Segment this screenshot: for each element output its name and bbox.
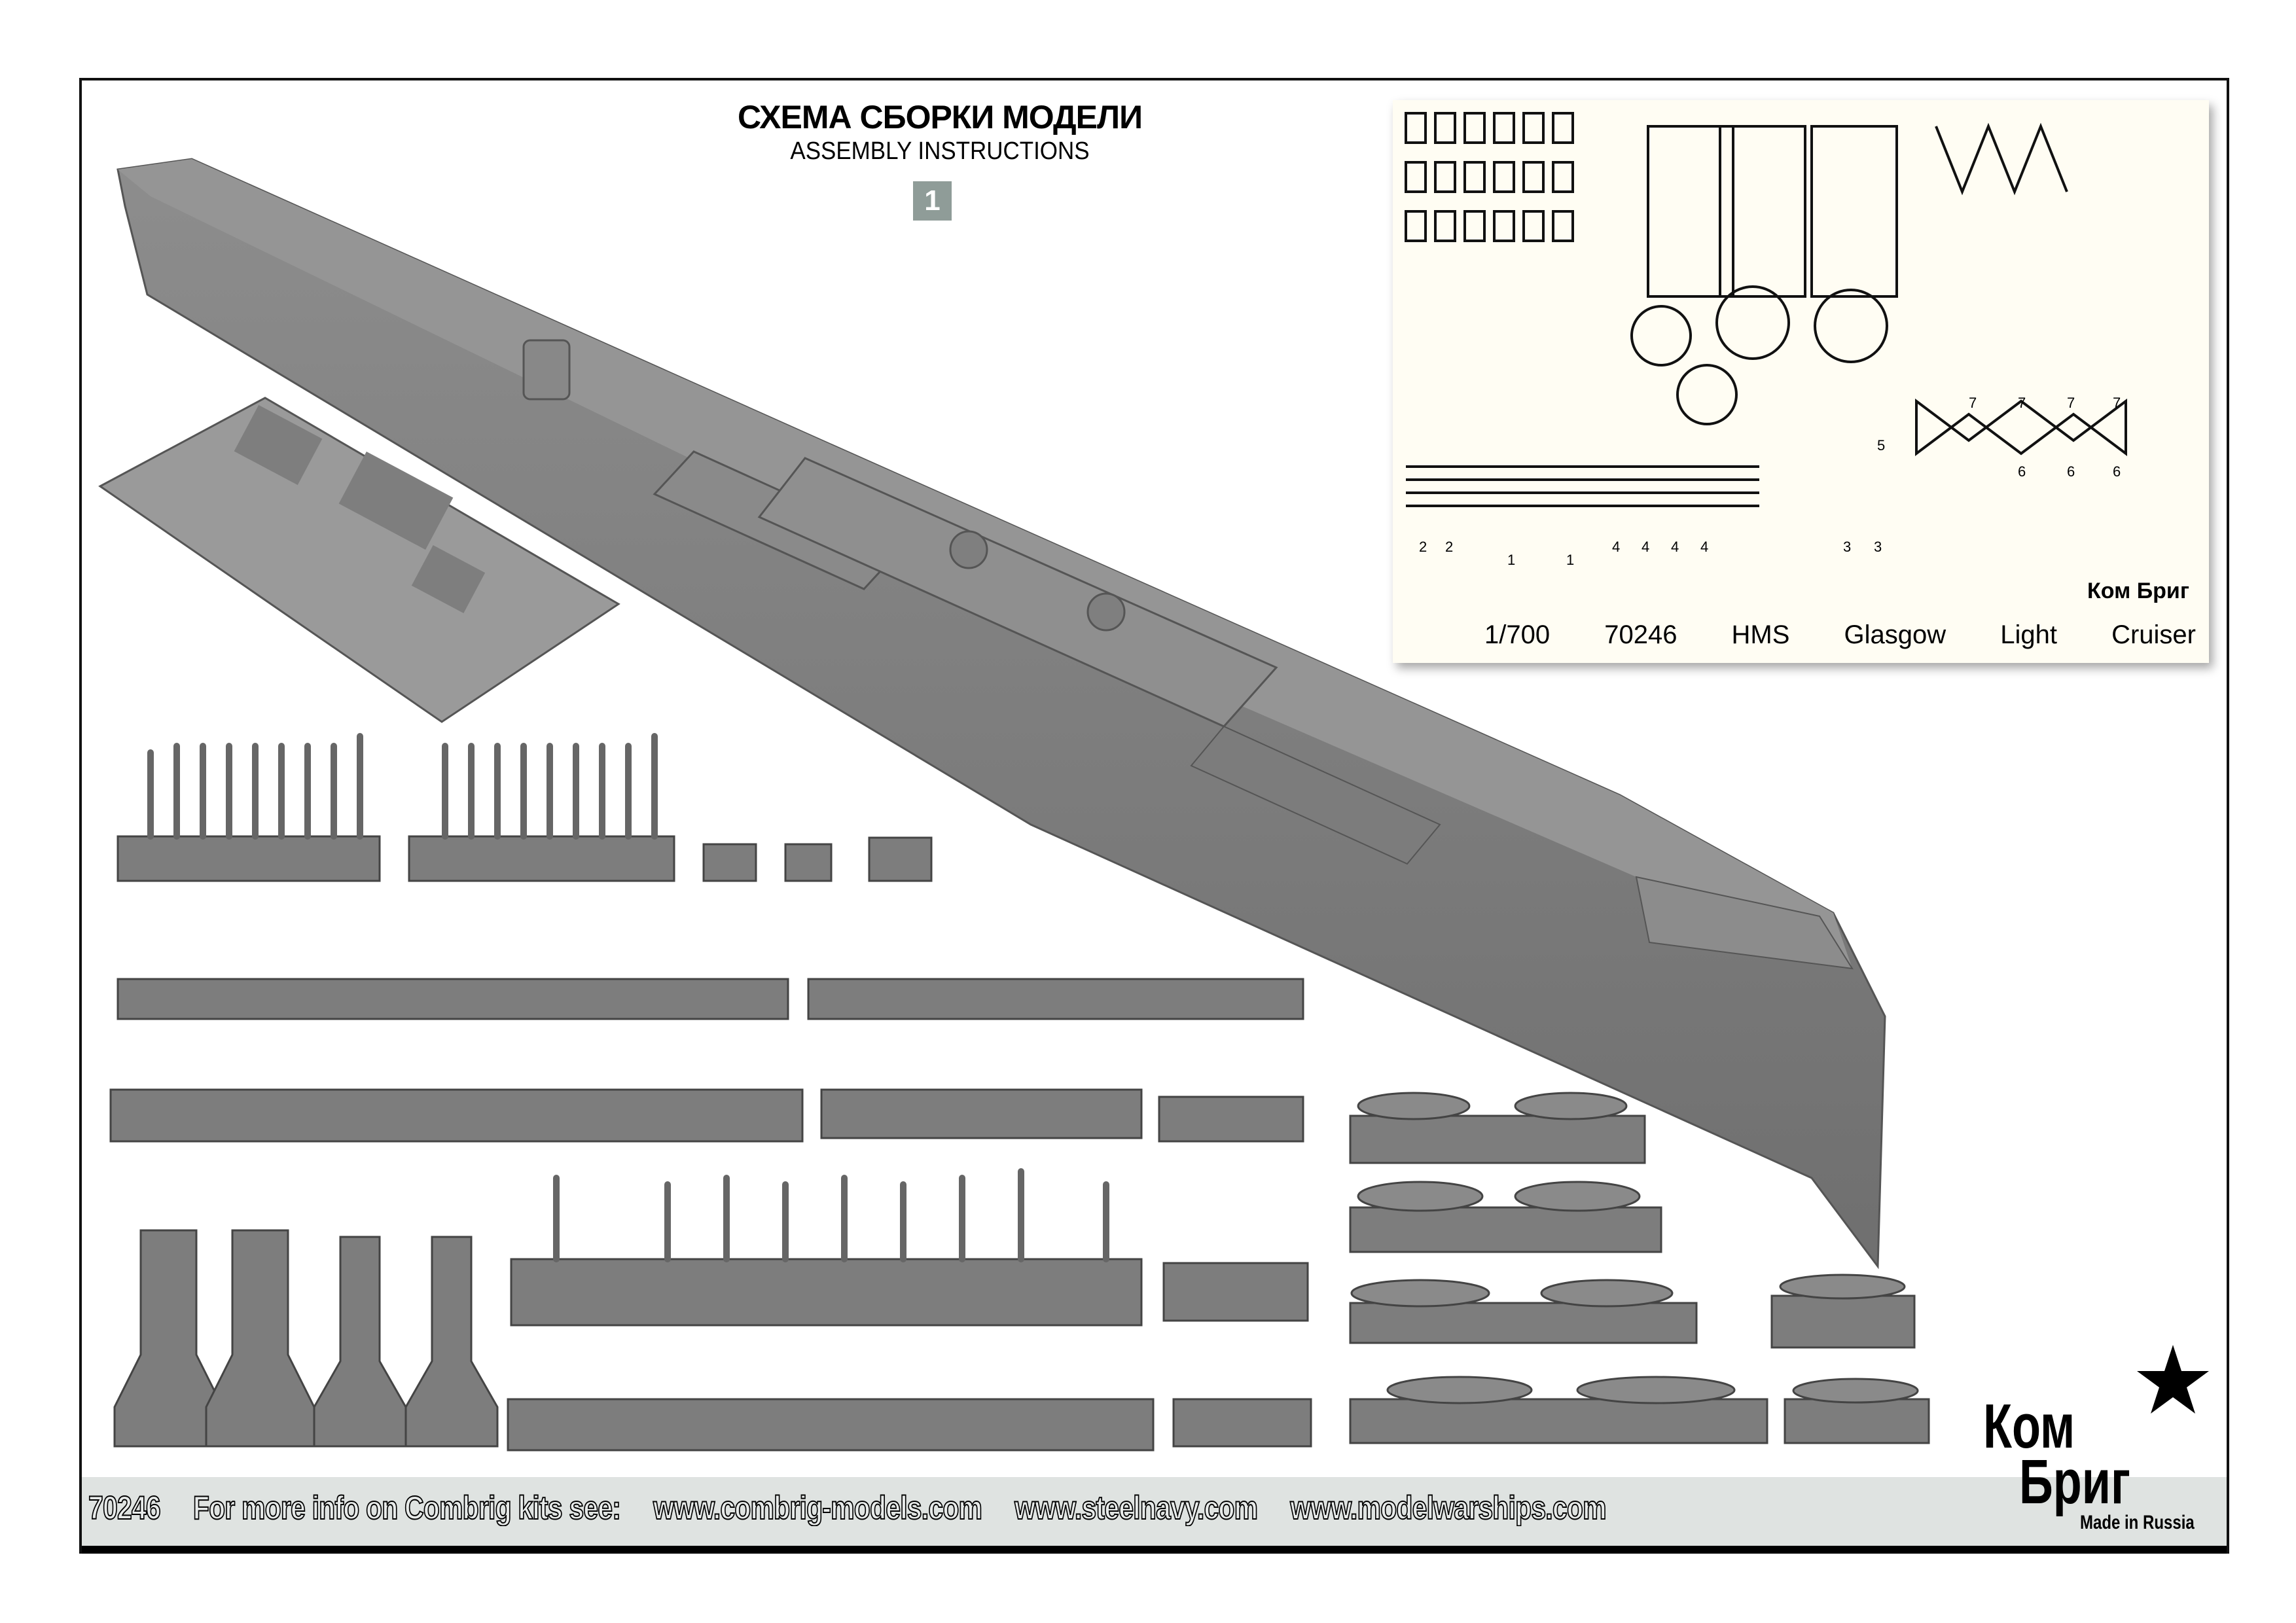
logo-line2: Бриг bbox=[2019, 1447, 2130, 1517]
fittings-sprue-3 bbox=[109, 1088, 804, 1143]
funnels bbox=[113, 1229, 499, 1448]
pe-part-number: 7 bbox=[2067, 395, 2075, 411]
pe-part-number: 2 bbox=[1445, 539, 1454, 555]
boat-sprue bbox=[1349, 1302, 1698, 1344]
pe-part-number: 4 bbox=[1700, 539, 1709, 555]
step-number-badge: 1 bbox=[913, 181, 952, 221]
vent-sprue bbox=[507, 1398, 1155, 1452]
boat-sprue bbox=[1770, 1294, 1916, 1349]
pe-scale: 1/700 bbox=[1484, 620, 1551, 649]
kit-number: 70246 bbox=[88, 1489, 161, 1527]
small-part bbox=[868, 836, 933, 882]
pe-part-number: 7 bbox=[1969, 395, 1977, 411]
page-subtitle: ASSEMBLY INSTRUCTIONS bbox=[790, 137, 1090, 165]
small-part bbox=[702, 843, 757, 882]
pe-kit-number: 70246 bbox=[1604, 620, 1677, 649]
logo-line1: Ком bbox=[1983, 1391, 2075, 1461]
deck-fitting bbox=[522, 339, 571, 401]
star-icon bbox=[2137, 1345, 2209, 1414]
boat-sprue bbox=[1784, 1398, 1930, 1444]
pe-part-number: 4 bbox=[1641, 539, 1650, 555]
boat-sprue bbox=[1349, 1115, 1646, 1164]
pe-part-number: 6 bbox=[2018, 463, 2026, 480]
pe-part-number: 7 bbox=[2113, 395, 2121, 411]
boat-sprue bbox=[1349, 1206, 1662, 1253]
pe-part-number: 2 bbox=[1419, 539, 1427, 555]
link-modelwarships[interactable]: www.modelwarships.com bbox=[1289, 1489, 1607, 1527]
boat-sprue bbox=[1349, 1398, 1768, 1444]
searchlight-sprue bbox=[820, 1088, 1143, 1139]
ship-hull bbox=[117, 158, 1886, 1270]
pe-part-number: 3 bbox=[1874, 539, 1882, 555]
photo-etch-parts bbox=[1405, 112, 2127, 507]
pe-caption-word: Cruiser bbox=[2111, 620, 2196, 649]
footer-text: 70246 For more info on Combrig kits see:… bbox=[88, 1489, 1632, 1527]
page-title: СХЕМА СБОРКИ МОДЕЛИ bbox=[737, 99, 1143, 135]
fittings-sprue-2 bbox=[807, 978, 1304, 1020]
logo-tagline: Made in Russia bbox=[2080, 1512, 2195, 1533]
gun-sprue bbox=[510, 1258, 1143, 1327]
link-combrig[interactable]: www.combrig-models.com bbox=[653, 1489, 983, 1527]
pe-part-number: 1 bbox=[1566, 552, 1575, 568]
footer-band: 70246 For more info on Combrig kits see:… bbox=[82, 1477, 2227, 1554]
mast-sprue-2 bbox=[408, 835, 675, 882]
pe-part-number: 6 bbox=[2067, 463, 2075, 480]
link-steelnavy[interactable]: www.steelnavy.com bbox=[1014, 1489, 1259, 1527]
pe-logo: Ком Бриг bbox=[2087, 579, 2189, 603]
photo-etch-sheet: 2 2 1 1 4 4 4 4 3 3 5 7 7 7 7 6 6 6 Ком … bbox=[1393, 100, 2209, 663]
small-sprue bbox=[1172, 1398, 1312, 1448]
fittings-sprue-1 bbox=[117, 978, 789, 1020]
superstructure-sprue bbox=[98, 397, 620, 723]
small-sprue bbox=[1158, 1096, 1304, 1143]
mast-sprue-1 bbox=[117, 835, 381, 882]
pe-part-number: 5 bbox=[1877, 437, 1886, 454]
pe-part-number: 6 bbox=[2113, 463, 2121, 480]
pe-frames bbox=[1405, 112, 1574, 242]
pe-part-number: 7 bbox=[2018, 395, 2026, 411]
combrig-logo: Ком Бриг Made in Russia bbox=[1970, 1342, 2219, 1544]
pe-caption-word: Light bbox=[2000, 620, 2057, 649]
info-text: For more info on Combrig kits see: bbox=[192, 1489, 622, 1527]
pe-caption: 1/700 70246 HMS Glasgow Light Cruiser bbox=[1484, 620, 2196, 650]
pe-part-number: 4 bbox=[1612, 539, 1621, 555]
small-part bbox=[784, 843, 833, 882]
small-sprue bbox=[1162, 1262, 1309, 1322]
pe-part-number: 1 bbox=[1507, 552, 1516, 568]
pe-caption-word: HMS bbox=[1731, 620, 1790, 649]
pe-caption-word: Glasgow bbox=[1844, 620, 1946, 649]
pe-part-number: 3 bbox=[1843, 539, 1852, 555]
pe-part-number: 4 bbox=[1671, 539, 1679, 555]
